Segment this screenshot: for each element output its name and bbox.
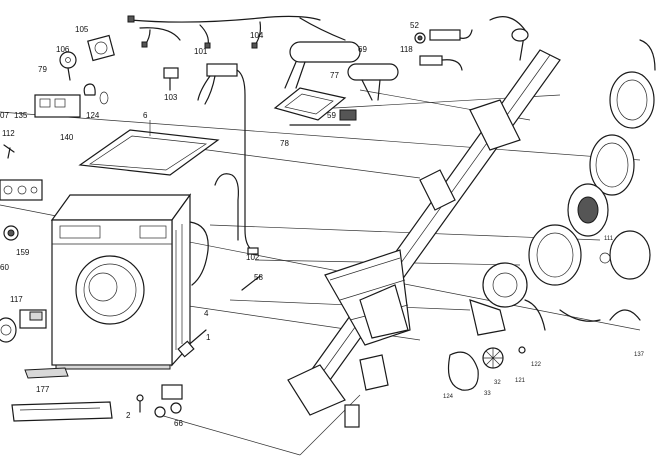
small-parts-left bbox=[0, 225, 47, 343]
label-69: 69 bbox=[358, 45, 367, 54]
wire-harness bbox=[127, 15, 346, 49]
drawer-assembly bbox=[273, 41, 399, 126]
label-66: 66 bbox=[174, 419, 183, 428]
valve-parts bbox=[414, 29, 473, 71]
label-4: 4 bbox=[204, 309, 209, 318]
label-111: 111 bbox=[604, 236, 614, 242]
label-107: 07 bbox=[0, 111, 9, 120]
drum-rings bbox=[489, 16, 656, 286]
label-102: 102 bbox=[246, 253, 260, 262]
label-60: 60 bbox=[0, 263, 9, 272]
label-106: 106 bbox=[56, 45, 70, 54]
label-159: 159 bbox=[16, 248, 30, 257]
label-121: 121 bbox=[515, 378, 526, 384]
label-78: 78 bbox=[280, 139, 289, 148]
label-101: 101 bbox=[194, 47, 208, 56]
label-140: 140 bbox=[60, 133, 74, 142]
label-124: 124 bbox=[86, 111, 100, 120]
label-104: 104 bbox=[250, 31, 264, 40]
label-2: 2 bbox=[126, 411, 131, 420]
label-122: 122 bbox=[531, 362, 542, 368]
part-labels: 105 106 79 135 07 140 124 112 6 101 103 … bbox=[0, 21, 645, 428]
label-32: 32 bbox=[494, 380, 501, 386]
label-105: 105 bbox=[75, 25, 89, 34]
label-77: 77 bbox=[330, 71, 339, 80]
label-33: 33 bbox=[484, 391, 491, 397]
washing-machine-cabinet bbox=[50, 193, 209, 370]
small-parts-upper-left bbox=[0, 34, 115, 201]
label-58: 58 bbox=[254, 273, 263, 282]
label-135: 135 bbox=[14, 111, 28, 120]
label-79: 79 bbox=[38, 65, 47, 74]
bottom-parts bbox=[11, 275, 261, 422]
tub-explosion-axis bbox=[287, 49, 561, 428]
top-panel bbox=[78, 120, 220, 176]
label-177: 177 bbox=[36, 385, 50, 394]
label-59: 59 bbox=[327, 111, 336, 120]
label-103: 103 bbox=[164, 93, 178, 102]
connector-and-hose bbox=[163, 63, 259, 255]
label-1: 1 bbox=[206, 333, 211, 342]
label-117: 117 bbox=[10, 295, 23, 304]
label-118: 118 bbox=[400, 45, 413, 54]
label-112: 112 bbox=[2, 129, 15, 138]
label-137: 137 bbox=[634, 352, 645, 358]
label-124b: 124 bbox=[443, 394, 454, 400]
motor-assembly bbox=[447, 262, 641, 391]
label-6: 6 bbox=[143, 111, 148, 120]
label-52: 52 bbox=[410, 21, 419, 30]
